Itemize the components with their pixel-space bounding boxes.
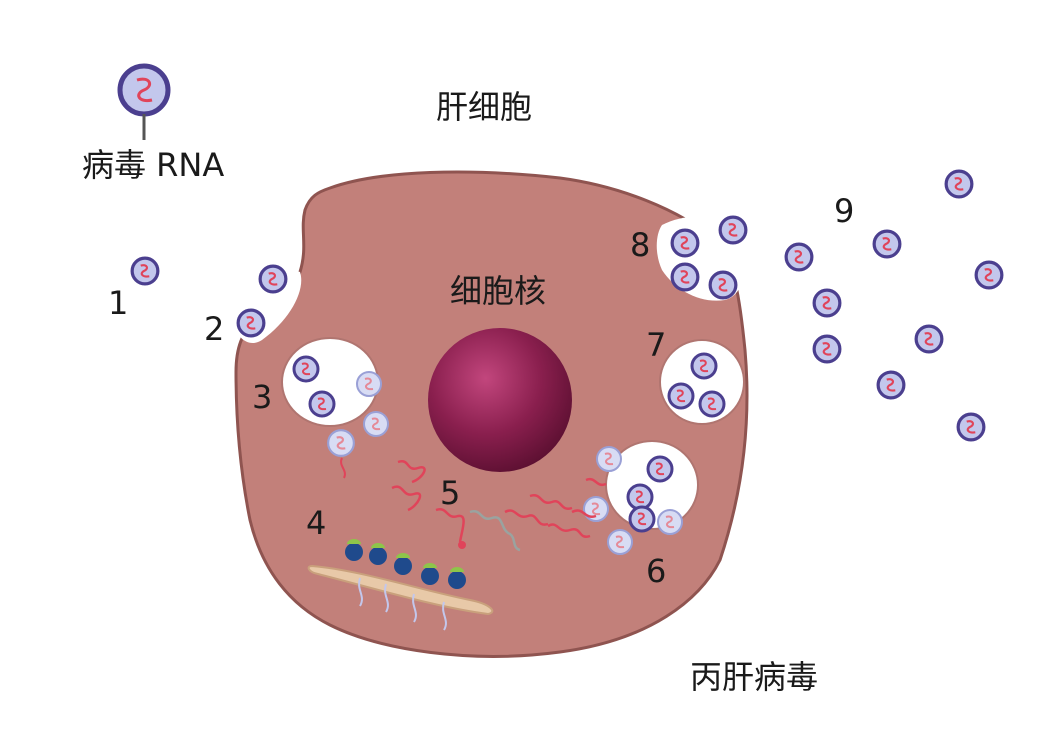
nucleus bbox=[428, 328, 572, 472]
endosome bbox=[281, 337, 382, 427]
label-hepatocyte: 肝细胞 bbox=[436, 88, 532, 126]
viral-rna-strands bbox=[391, 460, 607, 552]
step-1: 1 bbox=[108, 284, 128, 322]
ribosome-icons bbox=[345, 539, 466, 589]
assembly-vesicle bbox=[659, 339, 745, 425]
label-viral-rna: 病毒 RNA bbox=[82, 146, 224, 184]
uncoating-virions bbox=[327, 411, 389, 479]
step-6: 6 bbox=[646, 552, 666, 590]
step-2: 2 bbox=[204, 310, 224, 348]
step-7: 7 bbox=[646, 326, 666, 364]
step-9: 9 bbox=[834, 192, 854, 230]
step-5: 5 bbox=[440, 474, 460, 512]
step-8: 8 bbox=[630, 226, 650, 264]
legend-virion-icon bbox=[117, 63, 171, 140]
step-3: 3 bbox=[252, 378, 272, 416]
step-4: 4 bbox=[306, 504, 326, 542]
label-hcv: 丙肝病毒 bbox=[690, 658, 818, 696]
endoplasmic-reticulum bbox=[307, 539, 494, 631]
label-nucleus: 细胞核 bbox=[450, 272, 546, 310]
